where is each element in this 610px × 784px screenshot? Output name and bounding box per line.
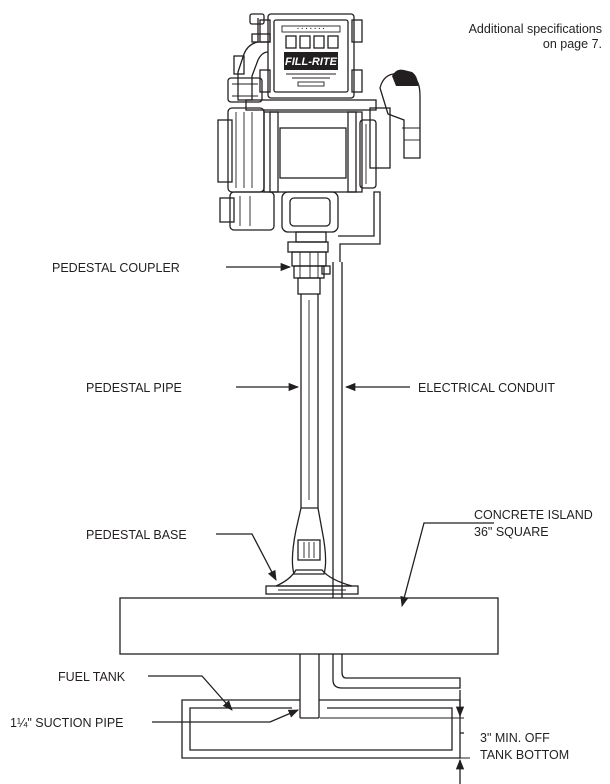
suction-pipe	[299, 654, 320, 719]
svg-text:· · · · · · ·: · · · · · · ·	[297, 26, 325, 33]
flow-meter: · · · · · · · FILL-RITE	[259, 13, 363, 99]
label-pedestal-pipe: PEDESTAL PIPE	[86, 381, 182, 395]
pedestal-pipe	[297, 277, 321, 508]
meter-brand: FILL-RITE	[285, 56, 338, 68]
label-min-off-1: 3" MIN. OFF	[480, 731, 550, 745]
label-pedestal-base: PEDESTAL BASE	[86, 528, 187, 542]
conduit-underground	[332, 654, 461, 689]
label-concrete-island-1: CONCRETE ISLAND	[474, 508, 593, 522]
label-suction-pipe: 1¼" SUCTION PIPE	[10, 716, 124, 730]
leader-pedestal-base	[216, 533, 277, 581]
label-electrical-conduit: ELECTRICAL CONDUIT	[418, 381, 555, 395]
meter-inlet-elbow	[227, 13, 271, 103]
motor-housing	[217, 99, 377, 231]
leader-suction-pipe	[152, 709, 299, 723]
leader-concrete-island	[400, 522, 494, 608]
spec-note-line2: on page 7.	[542, 37, 602, 51]
spec-note: Additional specifications on page 7.	[402, 22, 602, 52]
pump-assembly: · · · · · · · FILL-RITE	[217, 13, 421, 262]
label-concrete-island-2: 36" SQUARE	[474, 525, 549, 539]
concrete-island	[119, 597, 499, 655]
pedestal-coupler	[287, 241, 331, 279]
label-fuel-tank: FUEL TANK	[58, 670, 126, 684]
electrical-conduit	[332, 262, 343, 598]
label-min-off-2: TANK BOTTOM	[480, 748, 569, 762]
fuel-tank	[181, 699, 461, 759]
pedestal-base	[265, 507, 359, 595]
leader-fuel-tank	[148, 675, 233, 711]
nozzle-boot	[369, 69, 421, 169]
conduit-elbow	[338, 191, 381, 262]
meter-brand-plate	[284, 52, 338, 70]
spec-note-line1: Additional specifications	[468, 22, 602, 36]
junction-box	[281, 191, 339, 243]
label-pedestal-coupler: PEDESTAL COUPLER	[52, 261, 180, 275]
